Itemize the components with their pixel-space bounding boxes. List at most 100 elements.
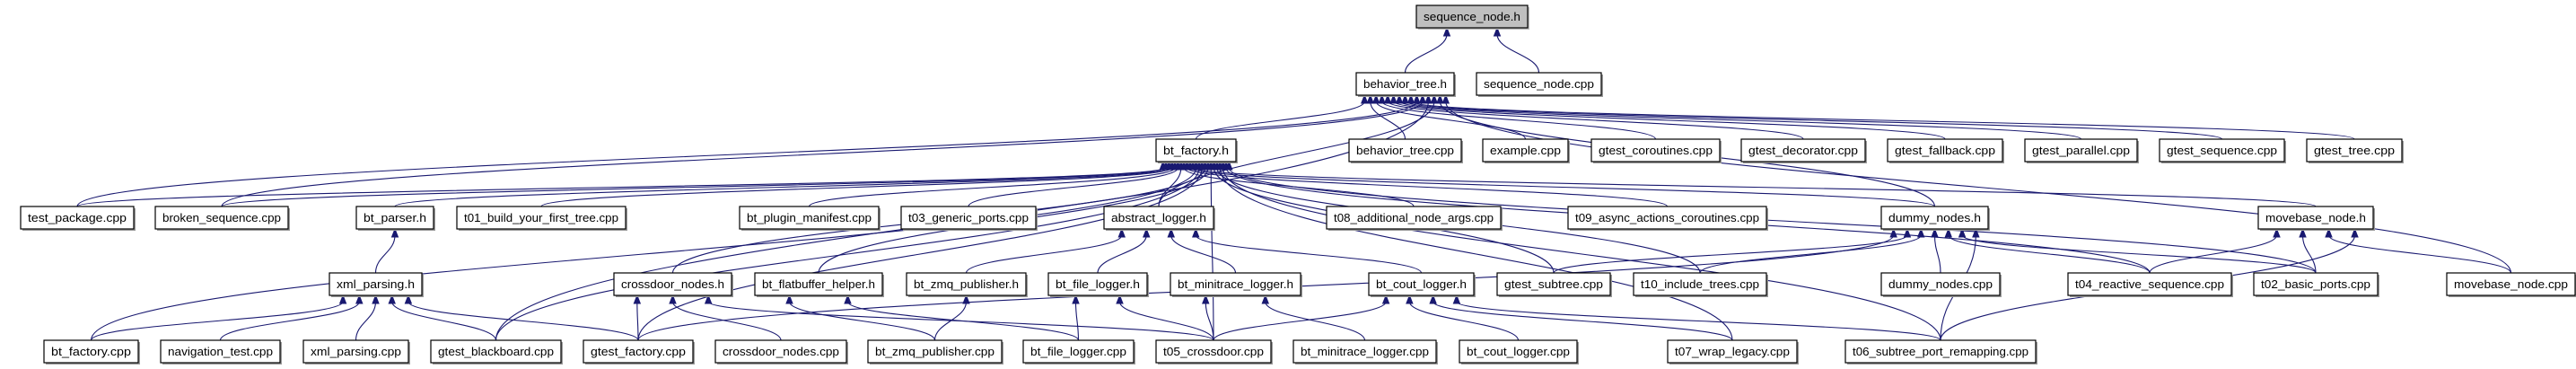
- node-bt-factory-h[interactable]: bt_factory.h: [1155, 138, 1238, 163]
- node-t05-cpp[interactable]: t05_crossdoor.cpp: [1155, 339, 1273, 365]
- arrowhead-icon: [669, 294, 677, 304]
- include-edge: [671, 301, 782, 341]
- node-movebase-node-cpp[interactable]: movebase_node.cpp: [2446, 272, 2576, 297]
- node-gtest-tree-cpp[interactable]: gtest_tree.cpp: [2306, 138, 2404, 163]
- node-example-cpp[interactable]: example.cpp: [1482, 138, 1570, 163]
- node-gtest-decorator-cpp[interactable]: gtest_decorator.cpp: [1740, 138, 1867, 163]
- node-bt-minitrace-logger-cpp[interactable]: bt_minitrace_logger.cpp: [1292, 339, 1438, 365]
- node-gtest-fallback-cpp[interactable]: gtest_fallback.cpp: [1887, 138, 2004, 163]
- node-box: [2067, 272, 2232, 296]
- node-gtest-subtree-cpp[interactable]: gtest_subtree.cpp: [1496, 272, 1612, 297]
- node-crossdoor-nodes-h[interactable]: crossdoor_nodes.h: [613, 272, 733, 297]
- node-xml-parsing-cpp[interactable]: xml_parsing.cpp: [302, 339, 410, 365]
- include-edge: [1192, 167, 2317, 207]
- node-label: gtest_parallel.cpp: [2032, 145, 2130, 157]
- node-gtest-blackboard-cpp[interactable]: gtest_blackboard.cpp: [430, 339, 563, 365]
- node-label: gtest_blackboard.cpp: [438, 346, 554, 358]
- include-edge: [1496, 33, 1540, 74]
- node-xml-parsing-h[interactable]: xml_parsing.h: [329, 272, 424, 297]
- include-edge: [1404, 33, 1448, 74]
- node-label: gtest_sequence.cpp: [2167, 145, 2277, 157]
- node-behavior-tree-h[interactable]: behavior_tree.h: [1355, 72, 1456, 97]
- node-behavior-tree-cpp[interactable]: behavior_tree.cpp: [1348, 138, 1463, 163]
- node-label: t06_subtree_port_remapping.cpp: [1853, 346, 2028, 358]
- node-box: [1880, 272, 2001, 296]
- node-t06-cpp[interactable]: t06_subtree_port_remapping.cpp: [1844, 339, 2037, 365]
- node-label: t08_additional_node_args.cpp: [1334, 212, 1494, 224]
- node-bt-file-logger-cpp[interactable]: bt_file_logger.cpp: [1022, 339, 1135, 365]
- node-t02-cpp[interactable]: t02_basic_ports.cpp: [2253, 272, 2379, 297]
- node-bt-zmq-publisher-cpp[interactable]: bt_zmq_publisher.cpp: [867, 339, 1003, 365]
- include-edge: [1393, 101, 1946, 140]
- include-edge: [90, 301, 344, 341]
- node-bt-flatbuffer-helper-h[interactable]: bt_flatbuffer_helper.h: [754, 272, 884, 297]
- node-movebase-node-h[interactable]: movebase_node.h: [2257, 206, 2375, 231]
- include-edge: [1205, 301, 1214, 341]
- include-edge: [1961, 234, 2317, 274]
- arrowhead-icon: [1406, 93, 1415, 104]
- arrowhead-icon: [2325, 227, 2333, 238]
- node-abstract-logger-h[interactable]: abstract_logger.h: [1103, 206, 1215, 231]
- arrowhead-icon: [1406, 294, 1414, 304]
- node-t03-cpp[interactable]: t03_generic_ports.cpp: [900, 206, 1038, 231]
- include-edge: [1170, 234, 1237, 274]
- node-bt-cout-logger-h[interactable]: bt_cout_logger.h: [1368, 272, 1476, 297]
- node-label: xml_parsing.h: [337, 278, 415, 291]
- include-edge: [394, 167, 1170, 207]
- arrowhead-icon: [390, 227, 399, 238]
- node-t10-cpp[interactable]: t10_include_trees.cpp: [1633, 272, 1768, 297]
- node-dummy-nodes-h[interactable]: dummy_nodes.h: [1880, 206, 1990, 231]
- node-box: [2446, 272, 2576, 296]
- node-gtest-factory-cpp[interactable]: gtest_factory.cpp: [583, 339, 695, 365]
- node-box: [739, 206, 880, 230]
- node-bt-minitrace-logger-h[interactable]: bt_minitrace_logger.h: [1170, 272, 1302, 297]
- include-edge: [1699, 234, 1922, 274]
- include-edge: [1933, 234, 1941, 274]
- node-label: navigation_test.cpp: [168, 346, 273, 358]
- node-label: t03_generic_ports.cpp: [908, 212, 1029, 224]
- arrowhead-icon: [1192, 227, 1200, 238]
- node-test-package-cpp[interactable]: test_package.cpp: [20, 206, 136, 231]
- node-box: [1740, 138, 1866, 163]
- include-edge: [76, 167, 1164, 207]
- node-box: [1415, 4, 1529, 29]
- node-sequence-node-cpp[interactable]: sequence_node.cpp: [1476, 72, 1603, 97]
- node-box: [2253, 272, 2379, 296]
- node-gtest-parallel-cpp[interactable]: gtest_parallel.cpp: [2024, 138, 2139, 163]
- node-navigation-test-cpp[interactable]: navigation_test.cpp: [160, 339, 282, 365]
- node-label: bt_minitrace_logger.cpp: [1301, 346, 1429, 358]
- node-t08-cpp[interactable]: t08_additional_node_args.cpp: [1326, 206, 1503, 231]
- node-label: t02_basic_ports.cpp: [2261, 278, 2370, 291]
- arrowhead-icon: [1889, 227, 1897, 238]
- node-box: [302, 339, 409, 364]
- node-t01-cpp[interactable]: t01_build_your_first_tree.cpp: [456, 206, 627, 231]
- include-edge: [808, 167, 1176, 207]
- node-label: bt_parser.h: [364, 212, 426, 224]
- node-bt-parser-h[interactable]: bt_parser.h: [355, 206, 435, 231]
- node-gtest-coroutines-cpp[interactable]: gtest_coroutines.cpp: [1590, 138, 1722, 163]
- include-edge: [1370, 101, 1406, 140]
- node-crossdoor-nodes-cpp[interactable]: crossdoor_nodes.cpp: [714, 339, 848, 365]
- node-label: dummy_nodes.h: [1888, 212, 1981, 224]
- node-broken-sequence-cpp[interactable]: broken_sequence.cpp: [154, 206, 290, 231]
- node-t04-cpp[interactable]: t04_reactive_sequence.cpp: [2067, 272, 2233, 297]
- node-bt-file-logger-h[interactable]: bt_file_logger.h: [1047, 272, 1149, 297]
- arrowhead-icon: [1167, 227, 1175, 238]
- node-bt-factory-cpp[interactable]: bt_factory.cpp: [43, 339, 140, 365]
- node-t09-cpp[interactable]: t09_async_actions_coroutines.cpp: [1567, 206, 1768, 231]
- node-label: bt_file_logger.cpp: [1030, 346, 1126, 358]
- node-gtest-sequence-cpp[interactable]: gtest_sequence.cpp: [2159, 138, 2286, 163]
- node-bt-cout-logger-cpp[interactable]: bt_cout_logger.cpp: [1459, 339, 1579, 365]
- node-box: [329, 272, 423, 296]
- node-label: bt_cout_logger.h: [1376, 278, 1467, 291]
- node-label: bt_plugin_manifest.cpp: [747, 212, 872, 224]
- node-box: [20, 206, 135, 230]
- node-t07-cpp[interactable]: t07_wrap_legacy.cpp: [1667, 339, 1799, 365]
- node-bt-zmq-publisher-h[interactable]: bt_zmq_publisher.h: [906, 272, 1028, 297]
- node-box: [1459, 339, 1578, 364]
- node-dummy-nodes-cpp[interactable]: dummy_nodes.cpp: [1880, 272, 2002, 297]
- arrowhead-icon: [1493, 26, 1502, 37]
- node-bt-plugin-manifest-cpp[interactable]: bt_plugin_manifest.cpp: [739, 206, 881, 231]
- node-label: behavior_tree.cpp: [1356, 145, 1454, 157]
